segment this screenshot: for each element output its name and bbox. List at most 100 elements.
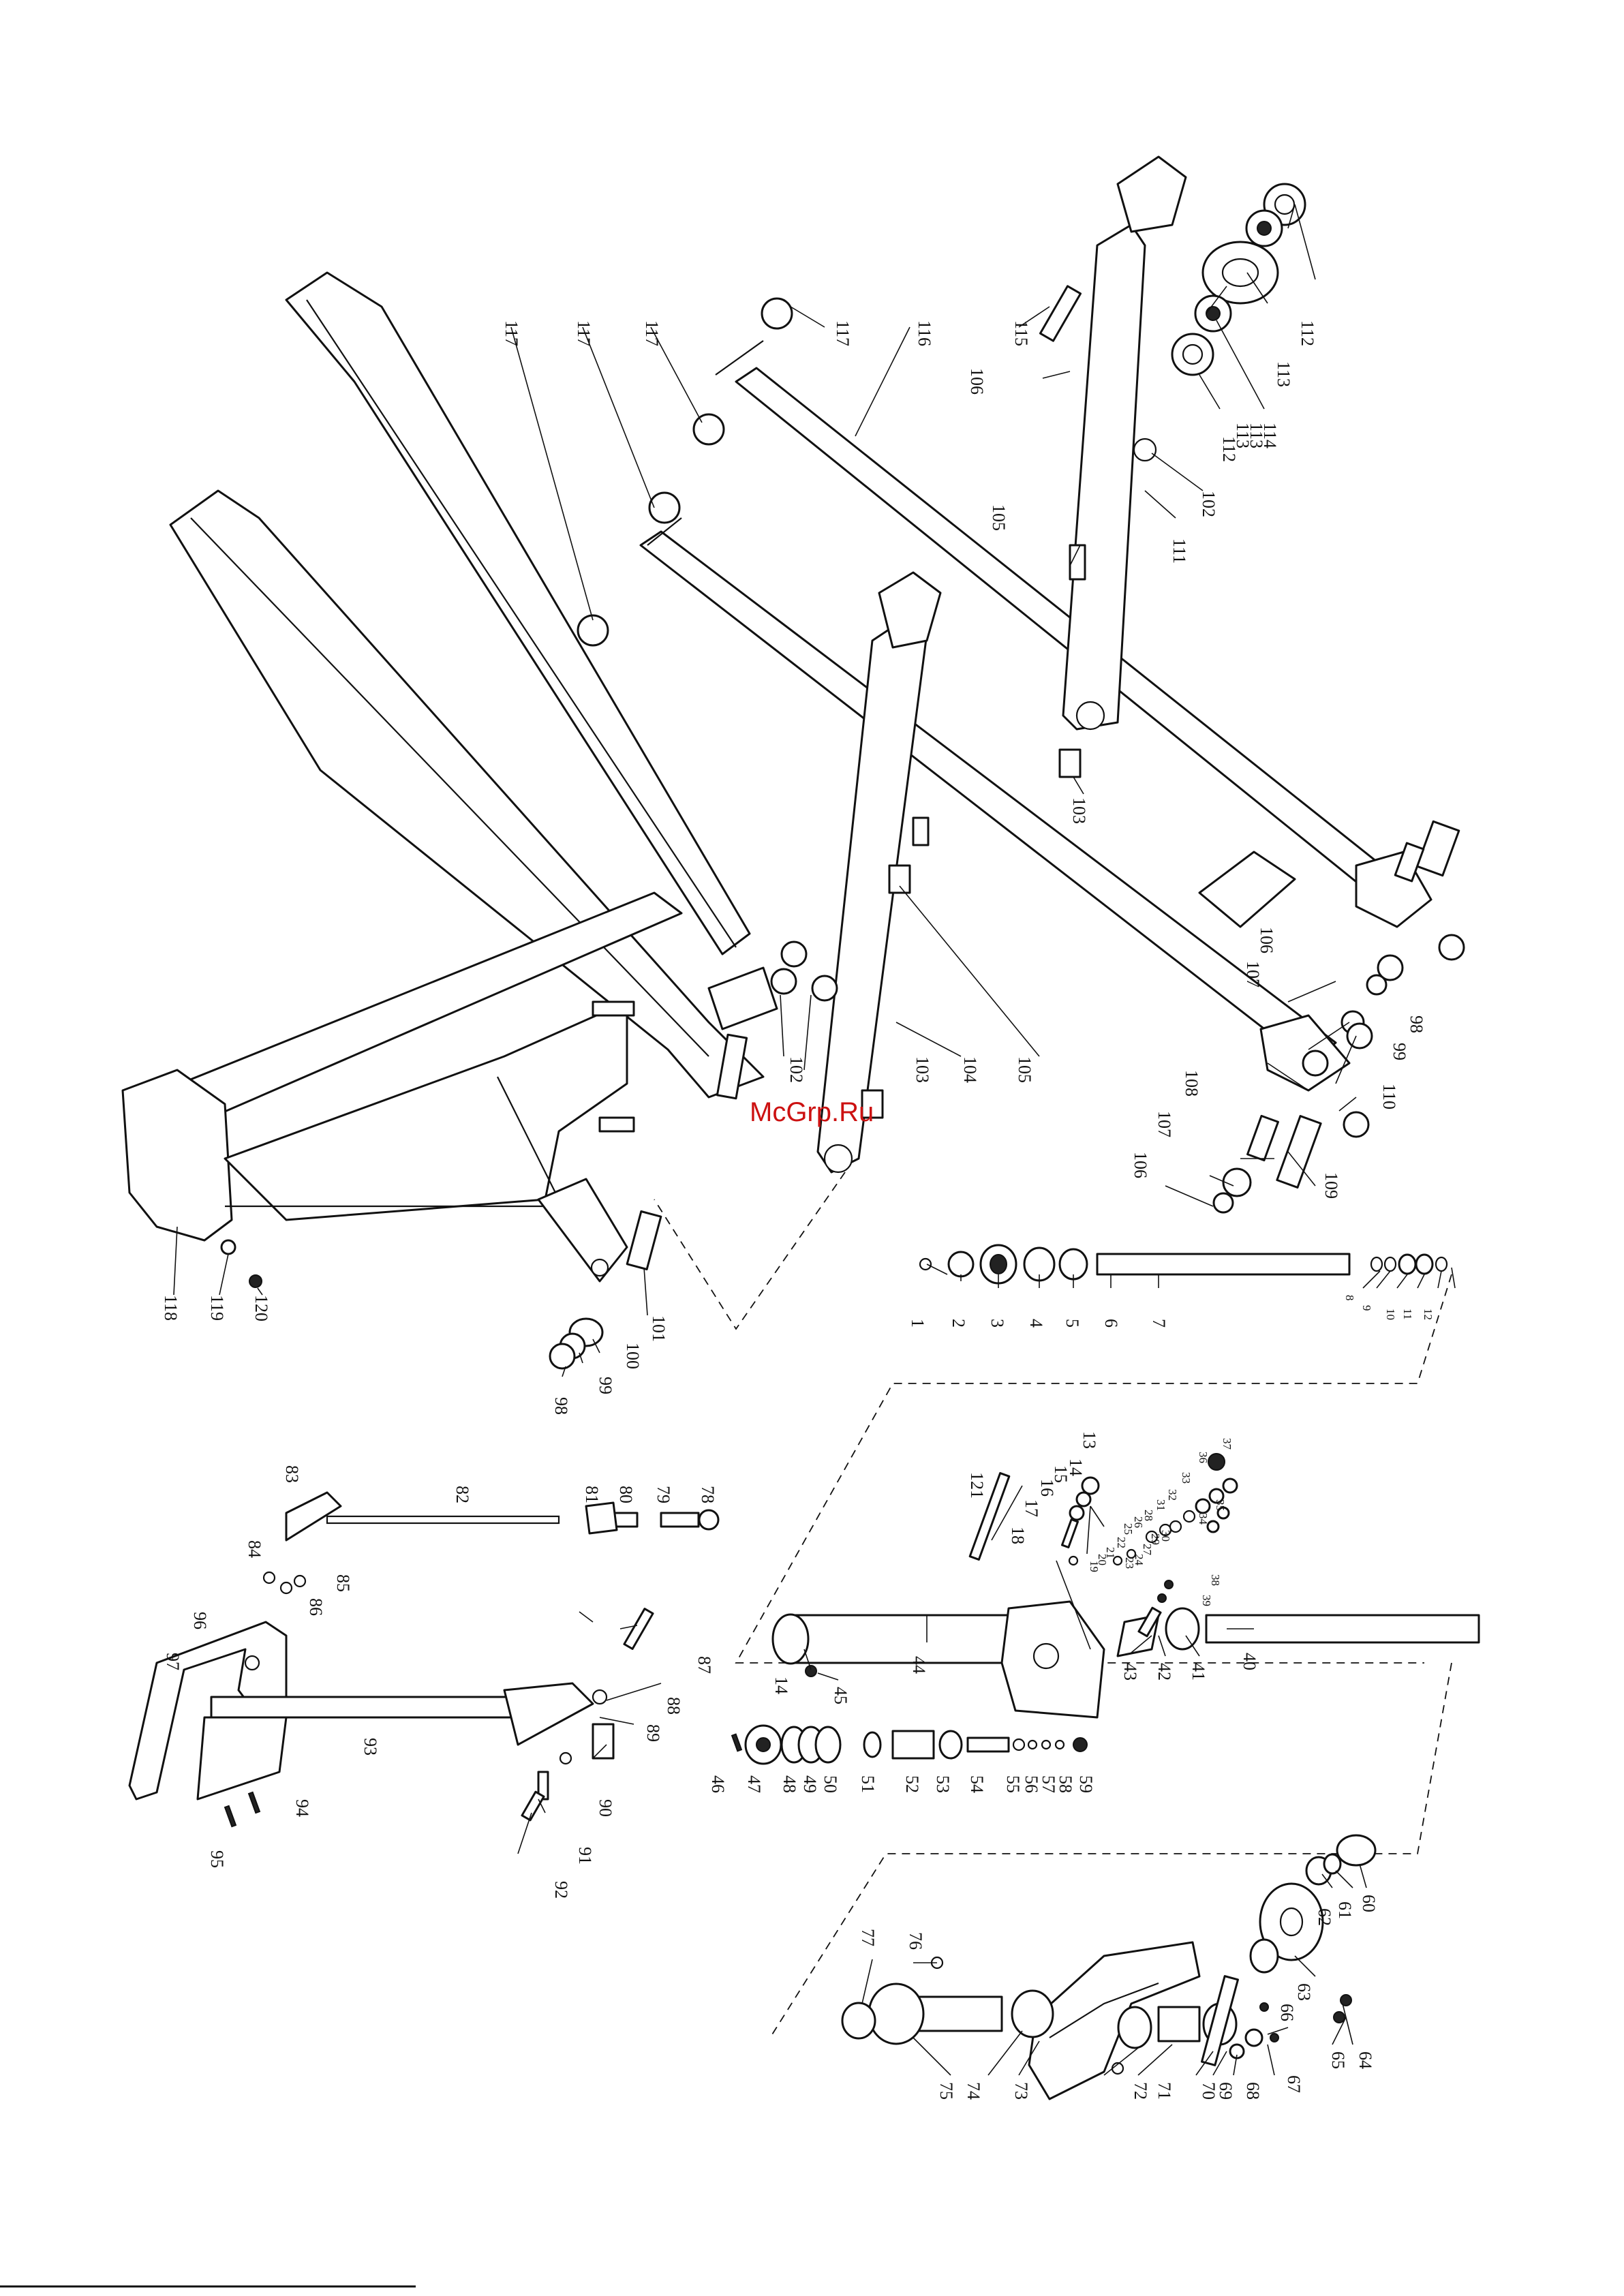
label-22: 22	[1115, 1537, 1128, 1548]
label-67: 67	[1284, 2075, 1304, 2093]
label-106b: 106	[1257, 927, 1276, 953]
label-111: 111	[1169, 538, 1189, 564]
label-61: 61	[1335, 1901, 1355, 1919]
label-113c: 113	[1233, 423, 1253, 448]
label-90: 90	[596, 1799, 615, 1817]
label-113b: 113	[1246, 423, 1266, 448]
label-97: 97	[163, 1653, 183, 1670]
load-rollers	[1171, 183, 1306, 376]
fork-left	[169, 489, 765, 1099]
label-39: 39	[1200, 1595, 1213, 1606]
label-106c: 106	[1131, 1152, 1150, 1178]
label-45: 45	[831, 1687, 851, 1704]
label-96: 96	[190, 1612, 210, 1629]
label-112a: 112	[1298, 320, 1317, 346]
label-8: 8	[1343, 1295, 1356, 1301]
label-89: 89	[643, 1724, 663, 1742]
label-113a: 113	[1274, 361, 1293, 387]
label-41: 41	[1189, 1663, 1208, 1681]
label-105b: 105	[1015, 1056, 1035, 1083]
label-73: 73	[1011, 2082, 1031, 2100]
label-87: 87	[694, 1656, 714, 1674]
label-88: 88	[664, 1697, 684, 1715]
label-24: 24	[1133, 1554, 1146, 1566]
dashed-guide-3	[769, 1662, 1452, 2038]
pump-piston-row	[919, 1244, 1448, 1285]
label-102b: 102	[786, 1056, 806, 1083]
label-40: 40	[1240, 1653, 1259, 1670]
label-74: 74	[964, 2082, 983, 2100]
label-1: 1	[908, 1319, 928, 1328]
label-80: 80	[616, 1486, 636, 1503]
label-83: 83	[282, 1465, 302, 1483]
label-2: 2	[949, 1319, 968, 1328]
label-21: 21	[1104, 1547, 1117, 1559]
label-84: 84	[245, 1540, 264, 1558]
label-69: 69	[1216, 2082, 1236, 2100]
label-92: 92	[551, 1881, 571, 1899]
label-5: 5	[1062, 1319, 1082, 1328]
label-64: 64	[1355, 2051, 1375, 2069]
label-106a: 106	[967, 368, 987, 395]
label-91: 91	[575, 1847, 595, 1865]
label-86: 86	[306, 1598, 326, 1616]
label-25: 25	[1122, 1523, 1135, 1535]
label-26: 26	[1132, 1516, 1145, 1528]
label-115: 115	[1011, 320, 1031, 346]
label-53: 53	[933, 1775, 953, 1793]
fork-frame-assembly	[121, 271, 778, 1283]
steer-wheel-assembly	[841, 1834, 1377, 2100]
label-30: 30	[1159, 1530, 1172, 1542]
label-117c: 117	[642, 320, 662, 346]
label-4: 4	[1026, 1319, 1046, 1328]
label-36: 36	[1197, 1452, 1210, 1463]
label-66: 66	[1277, 2004, 1297, 2021]
label-105a: 105	[989, 504, 1009, 531]
label-121: 121	[967, 1472, 987, 1499]
label-51: 51	[858, 1775, 878, 1793]
label-112b: 112	[1219, 436, 1239, 462]
part-numbers: 117 117 117 117 116 115 106 112 113 114 …	[161, 320, 1435, 2100]
dashed-guide-1	[654, 1172, 846, 1330]
label-18: 18	[1008, 1527, 1028, 1544]
label-38: 38	[1209, 1574, 1222, 1586]
label-62: 62	[1315, 1908, 1334, 1926]
label-94: 94	[292, 1799, 312, 1817]
label-98a: 98	[1407, 1015, 1426, 1033]
push-rod	[735, 367, 1392, 894]
leader-lines	[173, 204, 1456, 2076]
label-3: 3	[987, 1319, 1007, 1328]
label-118: 118	[161, 1295, 181, 1321]
label-31: 31	[1154, 1499, 1167, 1511]
push-rod-long	[639, 530, 1337, 1065]
label-63: 63	[1294, 1983, 1314, 2001]
pump-cylinder	[789, 1614, 1024, 1664]
label-68: 68	[1243, 2082, 1263, 2100]
label-110: 110	[1379, 1084, 1399, 1109]
pump-body-assembly	[731, 1453, 1480, 1765]
label-12: 12	[1422, 1308, 1435, 1320]
dashed-guide-2	[735, 1274, 1452, 1664]
wheel-fork-yoke	[1028, 1941, 1201, 2100]
label-58: 58	[1056, 1775, 1075, 1793]
label-52: 52	[902, 1775, 922, 1793]
label-47: 47	[744, 1775, 764, 1793]
label-46: 46	[708, 1775, 728, 1793]
label-117d: 117	[833, 320, 853, 346]
label-35: 35	[1214, 1499, 1227, 1511]
label-103b: 103	[913, 1056, 932, 1083]
label-13: 13	[1079, 1431, 1099, 1449]
label-82: 82	[453, 1486, 472, 1503]
label-19: 19	[1088, 1561, 1101, 1572]
label-27: 27	[1141, 1544, 1154, 1556]
label-59: 59	[1076, 1775, 1096, 1793]
label-71: 71	[1154, 2082, 1174, 2100]
label-85: 85	[333, 1574, 353, 1592]
label-6: 6	[1101, 1319, 1121, 1328]
label-37: 37	[1221, 1438, 1234, 1450]
label-42: 42	[1154, 1663, 1174, 1681]
label-99b: 99	[596, 1377, 615, 1394]
label-23: 23	[1123, 1557, 1136, 1569]
label-43: 43	[1120, 1663, 1140, 1681]
label-119: 119	[207, 1295, 227, 1321]
